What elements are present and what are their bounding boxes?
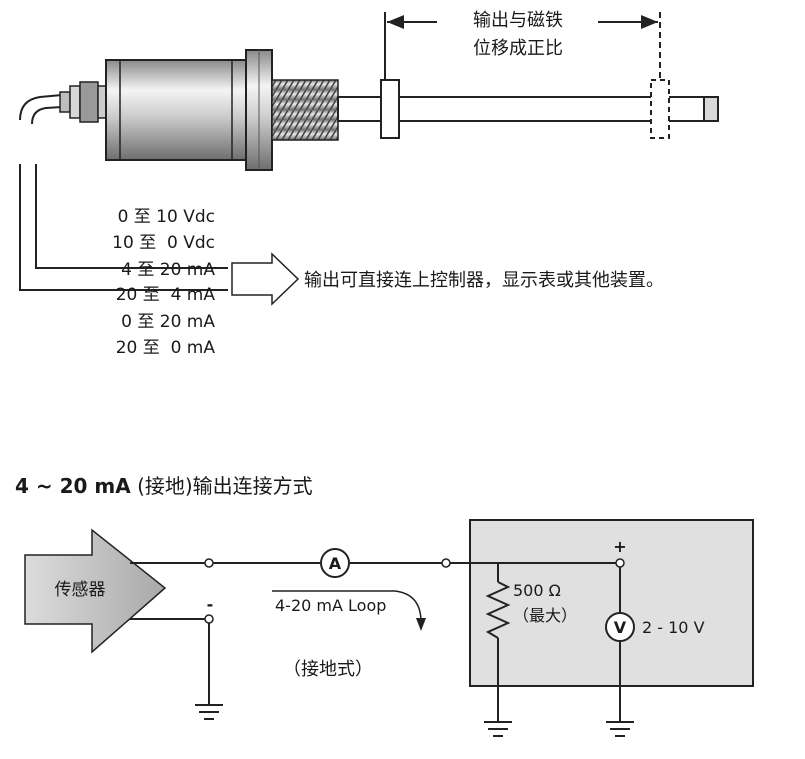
ammeter-letter: A bbox=[329, 554, 342, 573]
ground-icon bbox=[195, 704, 223, 720]
section-title-rest: (接地)输出连接方式 bbox=[131, 474, 313, 498]
output-range-6: 20 至 0 mA bbox=[116, 338, 216, 358]
terminals bbox=[204, 558, 625, 624]
output-range-4: 20 至 4 mA bbox=[116, 285, 216, 305]
transducer-drawing bbox=[19, 49, 719, 171]
section-title: 4 ~ 20 mA (接地)输出连接方式 bbox=[15, 474, 313, 498]
ground-icon bbox=[484, 721, 512, 737]
loop-label: 4-20 mA Loop bbox=[275, 596, 386, 615]
minus-sign: - bbox=[207, 595, 214, 614]
travel-label-line-2: 位移成正比 bbox=[473, 38, 563, 59]
section-title-bold: 4 ~ 20 mA bbox=[15, 474, 131, 498]
output-range-3: 4 至 20 mA bbox=[121, 260, 215, 280]
plus-sign: + bbox=[613, 537, 626, 556]
output-leader-lines bbox=[19, 164, 300, 306]
travel-dimension bbox=[384, 12, 661, 80]
travel-label-line-1: 输出与磁铁 bbox=[473, 10, 563, 31]
receiver-box bbox=[469, 519, 754, 687]
loop-arrow bbox=[394, 590, 422, 621]
sensor-block bbox=[24, 528, 167, 654]
output-range-5: 0 至 20 mA bbox=[121, 312, 215, 332]
grounded-label: （接地式） bbox=[283, 659, 373, 680]
loop-arrowhead bbox=[416, 618, 426, 631]
voltmeter-letter: V bbox=[614, 618, 627, 637]
circuit-wires bbox=[130, 562, 621, 722]
resistor-value: 500 Ω bbox=[513, 581, 561, 600]
output-range-2: 10 至 0 Vdc bbox=[112, 233, 215, 253]
ammeter-symbol bbox=[320, 548, 350, 578]
voltmeter-symbol bbox=[605, 612, 635, 642]
ground-icon bbox=[606, 721, 634, 737]
sensor-label: 传感器 bbox=[55, 580, 106, 600]
output-note: 输出可直接连上控制器，显示表或其他装置。 bbox=[304, 270, 664, 291]
output-range-1: 0 至 10 Vdc bbox=[118, 207, 215, 227]
resistor-note: （最大） bbox=[513, 606, 577, 625]
voltage-range: 2 - 10 V bbox=[642, 618, 705, 637]
resistor-symbol bbox=[485, 581, 511, 639]
